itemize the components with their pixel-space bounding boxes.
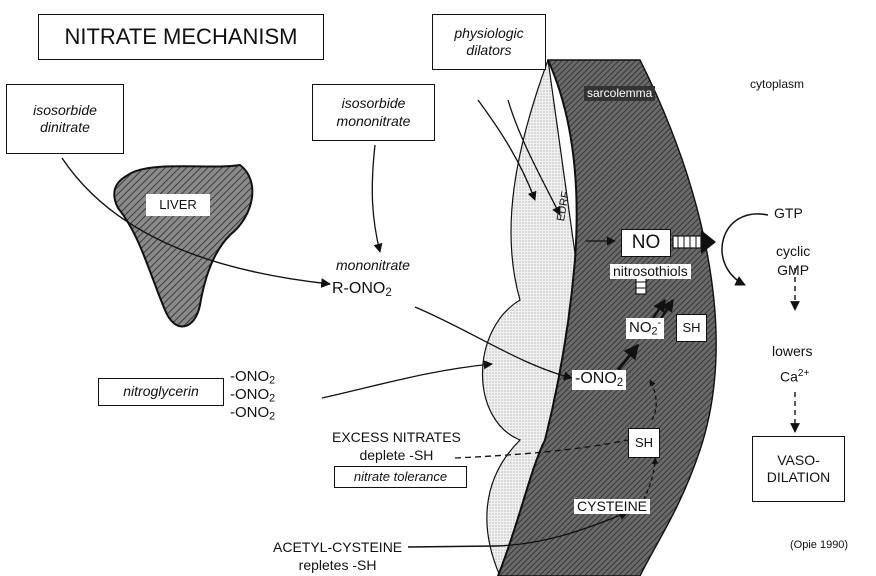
- cytoplasm-label: cytoplasm: [750, 78, 804, 91]
- sh-box-upper: SH: [676, 314, 707, 342]
- nitrate-tolerance-box: nitrate tolerance: [334, 466, 467, 488]
- arrow-nitroglycerin: [322, 364, 492, 398]
- cysteine-label: CYSTEINE: [574, 499, 650, 514]
- mononitrate-label: mononitrate: [336, 258, 410, 273]
- diagram-title: NITRATE MECHANISM: [38, 14, 324, 60]
- liver-shape: [114, 165, 252, 326]
- gtp-label: GTP: [774, 206, 803, 221]
- sarcolemma-label: sarcolemma: [584, 86, 655, 101]
- citation: (Opie 1990): [790, 539, 848, 551]
- sh-box-lower: SH: [628, 428, 660, 458]
- arrow-mononitrate: [372, 145, 380, 252]
- no2-label: NO2-: [626, 318, 664, 339]
- ono2-label: -ONO2: [572, 370, 626, 390]
- vasodilation-box: VASO-DILATION: [752, 436, 845, 502]
- nitroglycerin-box: nitroglycerin: [98, 378, 224, 406]
- nitroglycerin-ono2-groups: -ONO2 -ONO2 -ONO2: [230, 369, 275, 423]
- ca2-label: Ca2+: [780, 368, 809, 385]
- r-ono2-formula: R-ONO2: [332, 280, 392, 300]
- no-box: NO: [621, 229, 671, 257]
- nitrosothiols-label: nitrosothiols: [610, 264, 691, 279]
- gtp-cycle-arrow: [722, 214, 768, 285]
- lowers-label: lowers: [772, 344, 812, 359]
- liver-label: LIVER: [146, 194, 210, 216]
